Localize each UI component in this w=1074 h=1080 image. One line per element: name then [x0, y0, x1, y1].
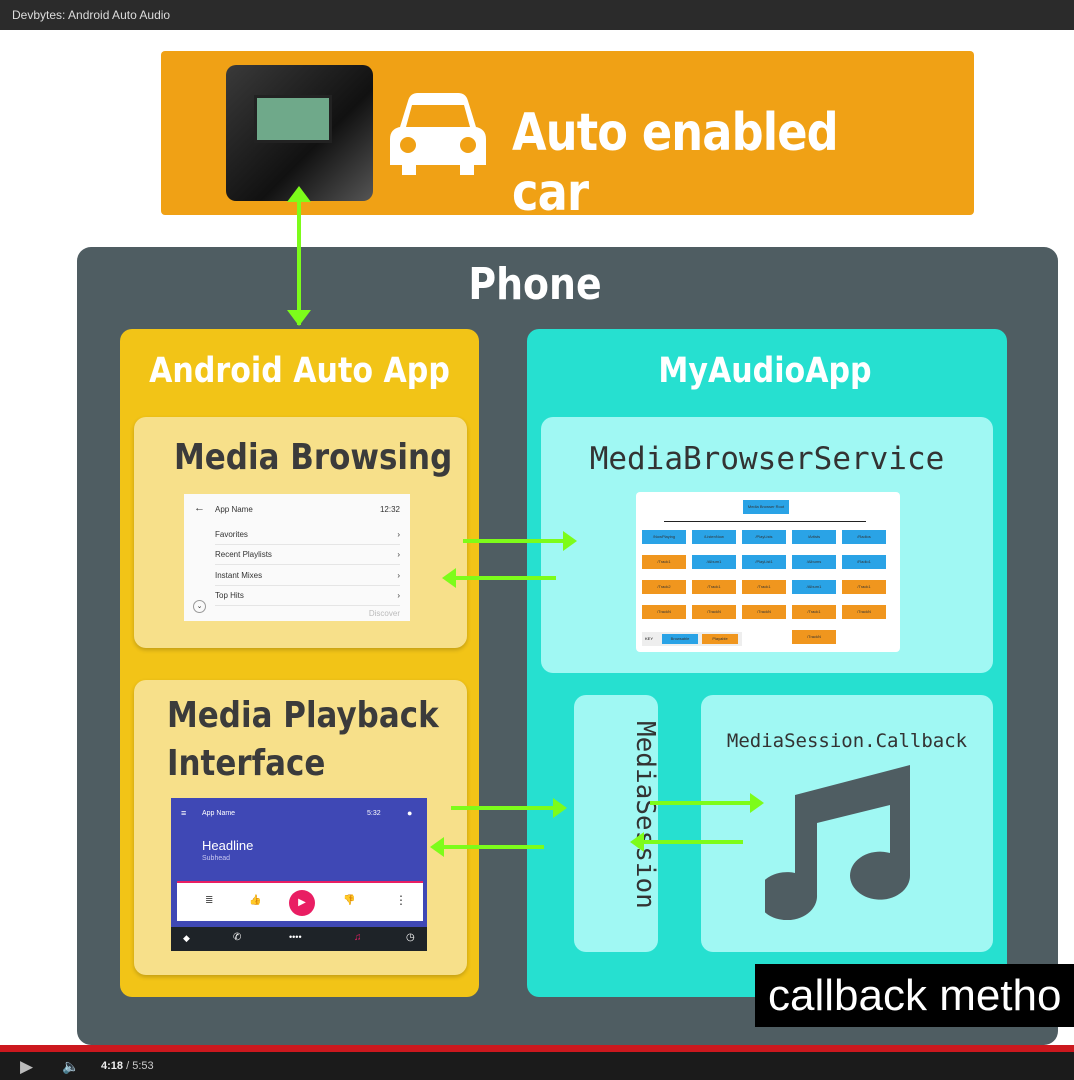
media-browsing-title: Media Browsing — [174, 437, 453, 478]
time-display: 4:18 / 5:53 — [101, 1060, 154, 1072]
home-icon[interactable]: •••• — [289, 932, 302, 942]
media-browsing-card: Media Browsing ← App Name 12:32 Favorite… — [134, 417, 467, 648]
tree-browsable-node: /Albums — [792, 555, 836, 569]
media-browser-service-card: MediaBrowserService Media Browser Root/N… — [541, 417, 993, 673]
list-item[interactable]: Favorites› — [215, 525, 400, 545]
headline: Headline — [202, 838, 254, 853]
my-audio-app-title: MyAudioApp — [658, 351, 872, 391]
tree-playable-node: /TrackN — [692, 605, 736, 619]
tree-browsable-node: /ListenNow — [692, 530, 736, 544]
tree-browsable-node: /Album1 — [692, 555, 736, 569]
tree-playable-node: /TrackN — [742, 605, 786, 619]
browse-request-arrow — [463, 531, 577, 551]
list-item[interactable]: Recent Playlists› — [215, 545, 400, 565]
chevron-right-icon: › — [397, 591, 400, 600]
tree-playable-node: /Track1 — [642, 555, 686, 569]
play-button[interactable]: ▶ — [289, 890, 315, 916]
playback-request-arrow — [451, 798, 567, 818]
list-item[interactable]: Top Hits› — [215, 586, 400, 606]
tree-playable-node: /TrackN — [792, 630, 836, 644]
volume-icon[interactable]: 🔈 — [62, 1058, 80, 1074]
tree-browsable-node: /Artists — [792, 530, 836, 544]
browse-response-arrow — [442, 568, 556, 588]
app-name: App Name — [202, 810, 236, 817]
headphones-icon[interactable]: ♫ — [354, 932, 362, 943]
tree-playable-node: /Track2 — [642, 580, 686, 594]
car-icon — [390, 93, 486, 175]
media-browser-service-title: MediaBrowserService — [589, 441, 945, 477]
video-caption: callback metho — [755, 964, 1074, 1027]
media-playback-screenshot: ≡ App Name 5:32 ● Headline Subhead ▶ 👍 👎… — [171, 798, 427, 951]
thumbs-up-icon[interactable]: 👍 — [249, 895, 262, 906]
phone-icon[interactable]: ✆ — [233, 932, 242, 943]
tree-playable-node: /TrackN — [842, 605, 886, 619]
tree-playable-node: /Track1 — [692, 580, 736, 594]
play-icon[interactable]: ▶ — [20, 1057, 34, 1076]
tree-connector — [664, 521, 866, 522]
arrow-down-icon — [287, 310, 311, 326]
playback-response-arrow — [430, 837, 544, 857]
clock-icon[interactable]: ◷ — [406, 932, 415, 943]
video-controls: ▶ 🔈 4:18 / 5:53 — [0, 1052, 1074, 1080]
playback-controls: ▶ 👍 👎 ⋮ ≣ — [177, 881, 423, 921]
list-item[interactable]: Discover — [368, 609, 400, 618]
list-item[interactable]: Instant Mixes› — [215, 566, 400, 586]
nav-bar: ◆ ✆ •••• ♫ ◷ — [171, 927, 427, 951]
tree-browsable-node: /Album1 — [792, 580, 836, 594]
car-dashboard-photo — [226, 65, 373, 201]
arrow-up-icon — [287, 186, 311, 202]
back-arrow-icon: ← — [194, 502, 205, 514]
android-auto-app-panel: Android Auto App Media Browsing ← App Na… — [120, 329, 479, 997]
queue-icon[interactable]: ≣ — [205, 895, 214, 906]
mic-icon: ● — [407, 808, 413, 818]
car-phone-arrow — [297, 190, 301, 325]
media-session-card: MediaSession — [574, 695, 660, 952]
media-session-label: MediaSession — [630, 721, 660, 909]
key-playable: Playable — [702, 634, 738, 644]
key-browsable: Browsable — [662, 634, 698, 644]
navigation-icon[interactable]: ◆ — [183, 933, 190, 943]
phone-title: Phone — [468, 259, 602, 310]
more-icon[interactable]: ⋮ — [395, 893, 407, 907]
tree-playable-node: /Track1 — [742, 580, 786, 594]
video-progress-bar[interactable] — [0, 1045, 1074, 1052]
tree-browsable-node: /Radios — [842, 530, 886, 544]
my-audio-app-panel: MyAudioApp MediaBrowserService Media Bro… — [527, 329, 1007, 997]
auto-car-banner: Auto enabled car — [161, 51, 974, 223]
chevron-right-icon: › — [397, 530, 400, 539]
music-note-icon — [765, 765, 911, 920]
chevron-down-icon[interactable]: ⌄ — [193, 600, 206, 613]
tree-browsable-node: /PlayList1 — [742, 555, 786, 569]
status-time: 5:32 — [367, 810, 381, 817]
android-auto-app-title: Android Auto App — [149, 351, 450, 391]
tree-playable-node: /Track1 — [792, 605, 836, 619]
banner-title: Auto enabled car — [512, 103, 839, 223]
app-name: App Name — [215, 505, 253, 514]
tree-playable-node: /TrackN — [642, 605, 686, 619]
window-title: Devbytes: Android Auto Audio — [0, 0, 1074, 30]
tree-browsable-node: /Radio1 — [842, 555, 886, 569]
callback-title: MediaSession.Callback — [726, 730, 968, 752]
tree-browsable-node: /NowPlaying — [642, 530, 686, 544]
tree-playable-node: /Track1 — [842, 580, 886, 594]
media-browsing-screenshot: ← App Name 12:32 Favorites› Recent Playl… — [184, 494, 410, 621]
session-callback-arrow — [650, 793, 764, 813]
media-session-callback-card: MediaSession.Callback — [701, 695, 993, 952]
tree-browsable-node: /PlayLists — [742, 530, 786, 544]
chevron-right-icon: › — [397, 571, 400, 580]
chevron-right-icon: › — [397, 550, 400, 559]
status-time: 12:32 — [379, 505, 400, 514]
subhead: Subhead — [202, 855, 231, 862]
menu-icon: ≡ — [181, 808, 187, 818]
tree-root-node: Media Browser Root — [743, 500, 789, 514]
callback-session-arrow — [630, 832, 743, 852]
thumbs-down-icon[interactable]: 👎 — [343, 895, 356, 906]
media-tree-diagram: Media Browser Root/NowPlaying/Track1/Tra… — [636, 492, 900, 652]
